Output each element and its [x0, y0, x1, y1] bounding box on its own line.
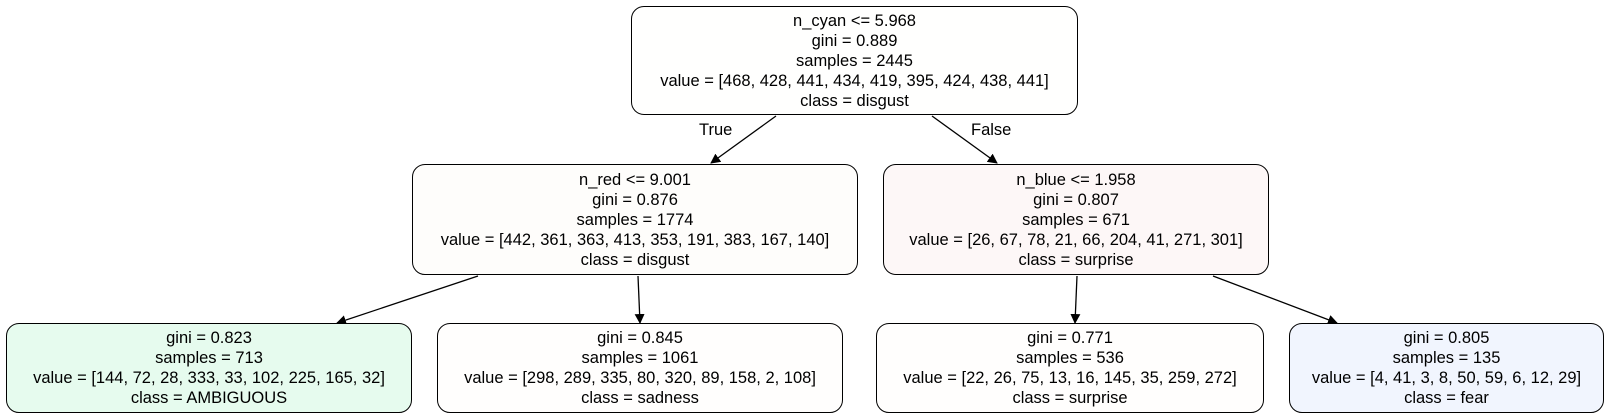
node-gini: gini = 0.823: [166, 329, 252, 347]
node-split-rule: n_red <= 9.001: [579, 170, 691, 189]
tree-leaf-ambiguous: gini = 0.823 samples = 713 value = [144,…: [6, 323, 412, 413]
edge-label-false: False: [971, 121, 1012, 139]
edge-left-leaf-lr: [634, 275, 645, 324]
edge-right-leaf-rr: [1212, 275, 1338, 325]
node-class: class = disgust: [800, 91, 909, 110]
node-value: value = [144, 72, 28, 333, 33, 102, 225,…: [33, 369, 385, 387]
node-gini: gini = 0.845: [597, 329, 683, 347]
node-value: value = [442, 361, 363, 413, 353, 191, 3…: [440, 230, 830, 249]
node-samples: samples = 1061: [581, 349, 699, 367]
edge-root-left: [710, 115, 777, 164]
tree-node-right: n_blue <= 1.958 gini = 0.807 samples = 6…: [883, 164, 1269, 275]
node-gini: gini = 0.771: [1027, 329, 1113, 347]
node-class: class = sadness: [581, 389, 699, 407]
tree-node-root: n_cyan <= 5.968 gini = 0.889 samples = 2…: [631, 6, 1078, 115]
node-gini: gini = 0.807: [1033, 190, 1119, 209]
edge-root-right: [931, 115, 998, 164]
tree-leaf-surprise: gini = 0.771 samples = 536 value = [22, …: [876, 323, 1264, 413]
node-value: value = [22, 26, 75, 13, 16, 145, 35, 25…: [903, 369, 1237, 387]
node-gini: gini = 0.805: [1403, 329, 1490, 347]
edge-right-leaf-rl: [1070, 275, 1081, 324]
node-split-rule: n_blue <= 1.958: [1016, 170, 1136, 189]
node-class: class = disgust: [580, 250, 690, 269]
node-samples: samples = 2445: [796, 51, 913, 70]
node-samples: samples = 671: [1022, 210, 1130, 229]
tree-leaf-fear: gini = 0.805 samples = 135 value = [4, 4…: [1289, 323, 1604, 413]
node-gini: gini = 0.876: [592, 190, 678, 209]
node-class: class = AMBIGUOUS: [130, 389, 288, 407]
node-class: class = fear: [1404, 389, 1489, 407]
node-class: class = surprise: [1018, 250, 1134, 269]
node-value: value = [26, 67, 78, 21, 66, 204, 41, 27…: [909, 230, 1243, 249]
node-samples: samples = 536: [1016, 349, 1124, 367]
node-value: value = [298, 289, 335, 80, 320, 89, 158…: [464, 369, 816, 387]
edge-label-true: True: [699, 121, 733, 139]
node-samples: samples = 713: [155, 349, 263, 367]
node-samples: samples = 1774: [576, 210, 694, 229]
node-split-rule: n_cyan <= 5.968: [793, 11, 916, 30]
tree-node-left: n_red <= 9.001 gini = 0.876 samples = 17…: [412, 164, 858, 275]
node-class: class = surprise: [1012, 389, 1128, 407]
node-gini: gini = 0.889: [811, 31, 898, 50]
tree-leaf-sadness: gini = 0.845 samples = 1061 value = [298…: [437, 323, 843, 413]
node-value: value = [468, 428, 441, 434, 419, 395, 4…: [660, 71, 1049, 90]
node-samples: samples = 135: [1392, 349, 1501, 367]
node-value: value = [4, 41, 3, 8, 50, 59, 6, 12, 29]: [1311, 369, 1582, 387]
edge-left-leaf-ll: [336, 275, 479, 325]
